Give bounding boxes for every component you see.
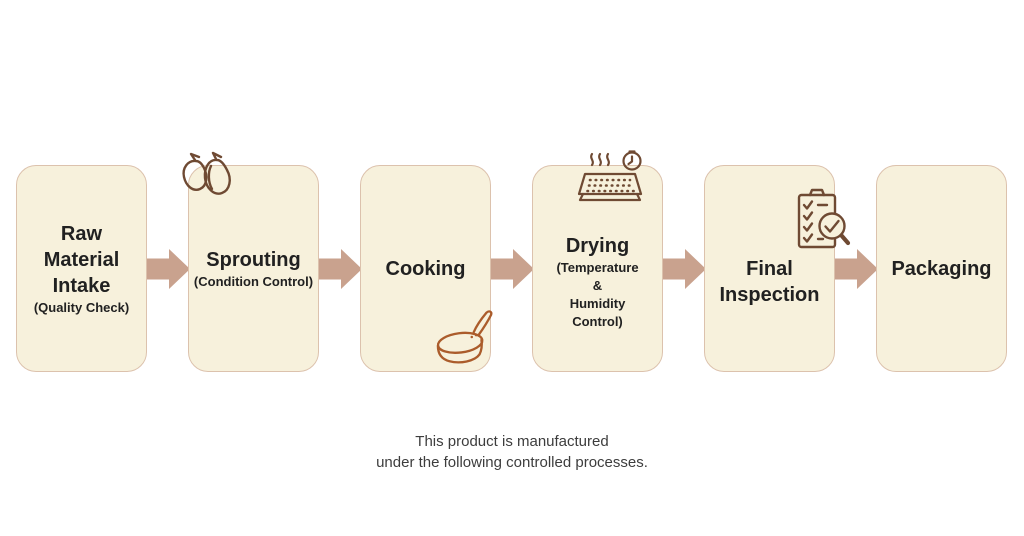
step-title-line: Packaging xyxy=(891,257,992,280)
step-subtitle-line: Humidity xyxy=(569,295,626,311)
step-text: Final Inspection xyxy=(719,256,819,308)
step-title-line: Sprouting xyxy=(206,248,301,271)
arrow-right-icon xyxy=(833,248,878,289)
step-text: Sprouting (Condition Control) xyxy=(194,247,313,291)
step-box-sprouting: Sprouting (Condition Control) xyxy=(182,151,319,372)
step-title-line: Intake xyxy=(52,274,111,297)
saucepan-icon xyxy=(436,310,493,364)
process-flow-row: Raw Material Intake (Quality Check) xyxy=(16,150,1007,372)
step-subtitle-line: (Temperature xyxy=(556,259,639,275)
drying-tray-icon xyxy=(577,150,643,202)
step-box-final-inspection: Final Inspection xyxy=(704,165,851,372)
step-title-line: Raw xyxy=(60,222,103,245)
step-box-packaging: Packaging xyxy=(876,165,1007,372)
step-box-raw-material-intake: Raw Material Intake (Quality Check) xyxy=(16,165,147,372)
step-title-line: Final xyxy=(746,257,793,280)
step-box-drying: Drying (Temperature & Humidity Control) xyxy=(532,150,663,372)
caption: This product is manufactured under the f… xyxy=(0,431,1024,473)
inspection-clipboard-icon xyxy=(797,188,851,249)
arrow-right-icon xyxy=(661,248,706,289)
step-subtitle-line: (Quality Check) xyxy=(33,299,130,315)
arrow-right-icon xyxy=(317,248,362,289)
step-subtitle-line: (Condition Control) xyxy=(193,273,314,289)
seeds-icon xyxy=(182,151,231,195)
step-title-line: Cooking xyxy=(385,257,466,280)
flow-arrow xyxy=(661,248,706,290)
flow-arrow xyxy=(489,248,534,290)
step-text: Packaging xyxy=(891,256,991,282)
step-subtitle-line: Control) xyxy=(572,313,623,329)
step-text: Drying (Temperature & Humidity Control) xyxy=(556,233,638,331)
step-title-line: Material xyxy=(43,248,120,271)
step-text: Cooking xyxy=(386,256,466,282)
step-title-line: Inspection xyxy=(719,283,820,306)
step-title-line: Drying xyxy=(565,234,630,257)
flow-arrow xyxy=(833,248,878,290)
step-subtitle-line: & xyxy=(592,277,603,293)
step-text: Raw Material Intake (Quality Check) xyxy=(34,221,129,317)
arrow-right-icon xyxy=(489,248,534,289)
caption-line: This product is manufactured xyxy=(415,433,609,450)
caption-line: under the following controlled processes… xyxy=(376,454,648,471)
arrow-right-icon xyxy=(145,248,190,289)
flow-arrow xyxy=(145,248,190,290)
step-box-cooking: Cooking xyxy=(360,165,493,372)
flow-arrow xyxy=(317,248,362,290)
